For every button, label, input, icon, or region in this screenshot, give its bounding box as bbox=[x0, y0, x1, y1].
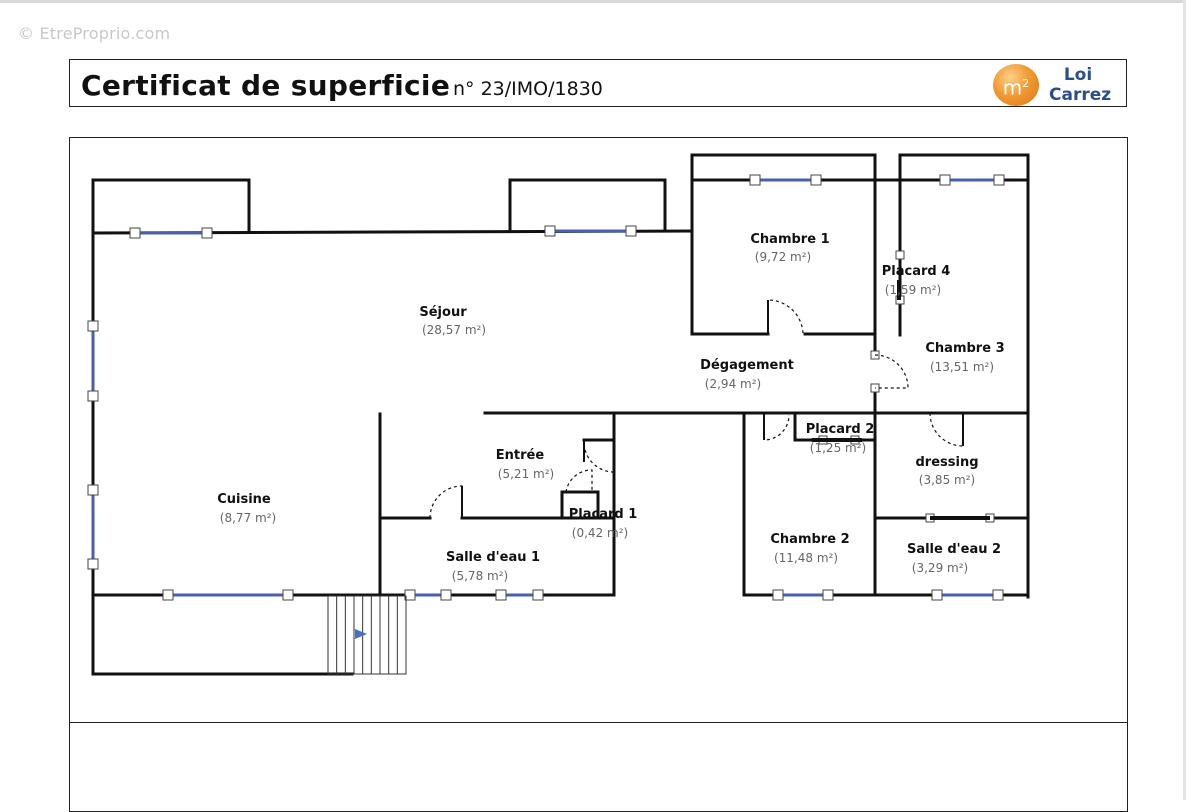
room-name-chambre1: Chambre 1 bbox=[750, 232, 829, 247]
door-chambre1 bbox=[767, 299, 804, 335]
room-area-chambre3: (13,51 m²) bbox=[930, 360, 994, 374]
wall-terrace bbox=[91, 593, 354, 676]
window-frame bbox=[162, 589, 174, 601]
room-area-cuisine: (8,77 m²) bbox=[220, 511, 276, 525]
logo-exponent: 2 bbox=[1022, 77, 1030, 90]
room-name-placard4: Placard 4 bbox=[882, 264, 951, 279]
window-frame bbox=[749, 174, 761, 186]
room-area-sejour: (28,57 m²) bbox=[422, 323, 486, 337]
solid-door-leaves bbox=[461, 280, 990, 520]
window-frame bbox=[544, 225, 556, 237]
windows bbox=[87, 174, 1005, 601]
window-frame bbox=[992, 589, 1004, 601]
room-area-placard4: (1,59 m²) bbox=[885, 283, 941, 297]
logo-symbol: m bbox=[1002, 75, 1023, 100]
door-chambre3 bbox=[874, 354, 909, 389]
room-name-placard2: Placard 2 bbox=[806, 422, 875, 437]
window-frame bbox=[282, 589, 294, 601]
window-frame bbox=[772, 589, 784, 601]
wall-chambre3-top bbox=[898, 153, 1030, 182]
window-frame bbox=[810, 174, 822, 186]
window-frame bbox=[931, 589, 943, 601]
room-name-cuisine: Cuisine bbox=[217, 492, 271, 507]
window-frame bbox=[87, 484, 99, 496]
window-frame bbox=[87, 320, 99, 332]
certificate-header: Certificat de superficie n° 23/IMO/1830 … bbox=[69, 59, 1127, 107]
room-name-placard1: Placard 1 bbox=[569, 507, 638, 522]
wall-chambre1 bbox=[690, 178, 770, 336]
room-name-entree: Entrée bbox=[496, 448, 545, 463]
window-frame bbox=[993, 174, 1005, 186]
door-entree bbox=[583, 441, 615, 473]
stair-arrow-icon bbox=[355, 629, 367, 639]
door-chambre2 bbox=[763, 413, 790, 441]
room-area-placard1: (0,42 m²) bbox=[572, 526, 628, 540]
room-area-dressing: (3,85 m²) bbox=[919, 473, 975, 487]
window-frame bbox=[532, 589, 544, 601]
wall-placard1 bbox=[560, 490, 600, 520]
stair-outline bbox=[327, 595, 407, 675]
certificate-number: n° 23/IMO/1830 bbox=[453, 78, 603, 100]
room-area-salle-eau1: (5,78 m²) bbox=[452, 569, 508, 583]
room-name-sejour: Séjour bbox=[419, 305, 467, 320]
top-edge bbox=[0, 0, 1186, 3]
room-area-placard2: (1,25 m²) bbox=[810, 441, 866, 455]
window-frame bbox=[404, 589, 416, 601]
window-frame bbox=[939, 174, 951, 186]
window-frame bbox=[822, 589, 834, 601]
window-frame bbox=[625, 225, 637, 237]
logo-line1: Loi bbox=[1063, 65, 1093, 85]
door-salle-eau1 bbox=[429, 485, 463, 519]
door-dressing bbox=[929, 412, 964, 447]
room-area-chambre1: (9,72 m²) bbox=[755, 250, 811, 264]
window-frame bbox=[87, 390, 99, 402]
logo-line2: Carrez bbox=[1049, 85, 1112, 105]
window-frame bbox=[201, 227, 213, 239]
opening-marker bbox=[895, 250, 905, 260]
room-area-chambre2: (11,48 m²) bbox=[774, 551, 838, 565]
room-name-degagement: Dégagement bbox=[700, 358, 794, 373]
room-area-entree: (5,21 m²) bbox=[498, 467, 554, 481]
room-area-degagement: (2,94 m²) bbox=[705, 377, 761, 391]
m2-logo-icon: m2 bbox=[993, 64, 1039, 106]
staircase bbox=[327, 595, 407, 675]
window-frame bbox=[129, 227, 141, 239]
loi-carrez-logo: Loi Carrez bbox=[1049, 65, 1112, 105]
window-frame bbox=[495, 589, 507, 601]
room-name-salle-eau1: Salle d'eau 1 bbox=[446, 550, 540, 565]
room-area-salle-eau2: (3,29 m²) bbox=[912, 561, 968, 575]
room-name-dressing: dressing bbox=[915, 455, 978, 470]
room-labels: Séjour (28,57 m²) Chambre 1 (9,72 m²) Pl… bbox=[217, 232, 1004, 583]
room-name-salle-eau2: Salle d'eau 2 bbox=[907, 542, 1001, 557]
watermark: © EtreProprio.com bbox=[18, 24, 171, 43]
room-name-chambre2: Chambre 2 bbox=[770, 532, 849, 547]
document-title: Certificat de superficie bbox=[81, 69, 451, 102]
window-frame bbox=[440, 589, 452, 601]
wall-balcony-2 bbox=[508, 178, 667, 233]
wall-balcony-1 bbox=[91, 178, 251, 235]
room-name-chambre3: Chambre 3 bbox=[925, 341, 1004, 356]
window-frame bbox=[87, 558, 99, 570]
door-placard1 bbox=[565, 469, 593, 493]
wall-chambre1-top bbox=[690, 153, 877, 182]
right-edge bbox=[1183, 0, 1186, 800]
